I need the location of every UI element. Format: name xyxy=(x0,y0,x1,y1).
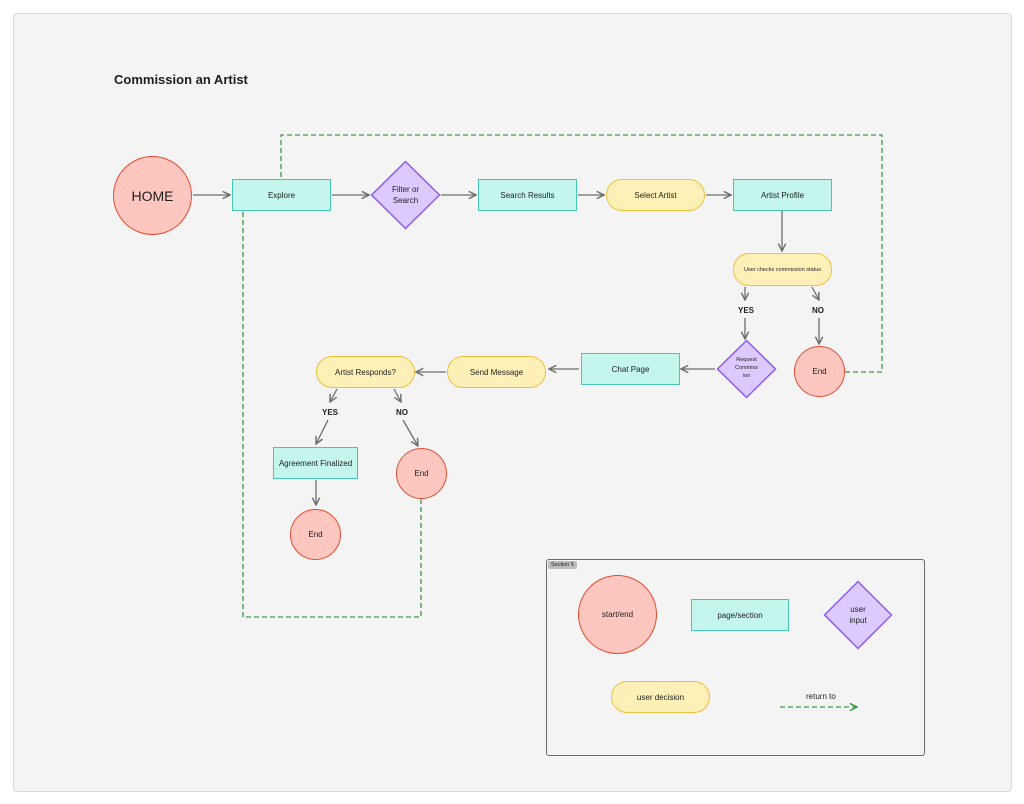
end-responds-node: End xyxy=(396,448,447,499)
arrow-status-no xyxy=(811,286,819,300)
chat-page-node: Chat Page xyxy=(581,353,680,385)
legend-page-section: page/section xyxy=(691,599,789,631)
search-results-node: Search Results xyxy=(478,179,577,211)
legend-user-decision: user decision xyxy=(611,681,710,713)
checks-status-node: User checks commission status xyxy=(733,253,832,286)
filter-search-label: Filter or Search xyxy=(391,184,420,205)
legend-section-tag: Section 5 xyxy=(548,561,577,569)
home-node: HOME xyxy=(113,156,192,235)
responds-no-label: NO xyxy=(396,408,408,417)
diamond-shape xyxy=(370,160,441,230)
legend-box xyxy=(546,559,925,756)
legend-user-input: user input xyxy=(823,580,893,650)
diagram-canvas xyxy=(13,13,1012,792)
diamond-shape xyxy=(716,339,777,399)
end-profile-node: End xyxy=(794,346,845,397)
arrow-responds-no xyxy=(393,388,401,402)
artist-profile-node: Artist Profile xyxy=(733,179,832,211)
arrow-responds-yes xyxy=(330,388,338,402)
diamond-shape xyxy=(823,580,893,650)
end-agreement-node: End xyxy=(290,509,341,560)
artist-responds-node: Artist Responds? xyxy=(316,356,415,388)
responds-yes-label: YES xyxy=(322,408,339,417)
legend-start-end: start/end xyxy=(578,575,657,654)
legend-return-label: return to xyxy=(806,692,836,701)
select-artist-node: Select Artist xyxy=(606,179,705,211)
send-message-node: Send Message xyxy=(447,356,546,388)
agreement-finalized-node: Agreement Finalized xyxy=(273,447,358,479)
arrow-no-end xyxy=(402,419,418,446)
request-commission-label: Request Commiss ion xyxy=(735,357,758,379)
arrow-yes-agreement xyxy=(316,419,329,444)
request-commission-node: Request Commiss ion xyxy=(716,339,777,399)
explore-node: Explore xyxy=(232,179,331,211)
status-no-label: NO xyxy=(812,306,824,315)
return-end-to-explore xyxy=(280,134,883,373)
diagram-title: Commission an Artist xyxy=(114,72,248,87)
filter-search-node: Filter or Search xyxy=(370,160,441,230)
legend-user-input-label: user input xyxy=(849,604,867,625)
return-responds-end-to-explore xyxy=(242,212,422,618)
status-yes-label: YES xyxy=(738,306,755,315)
